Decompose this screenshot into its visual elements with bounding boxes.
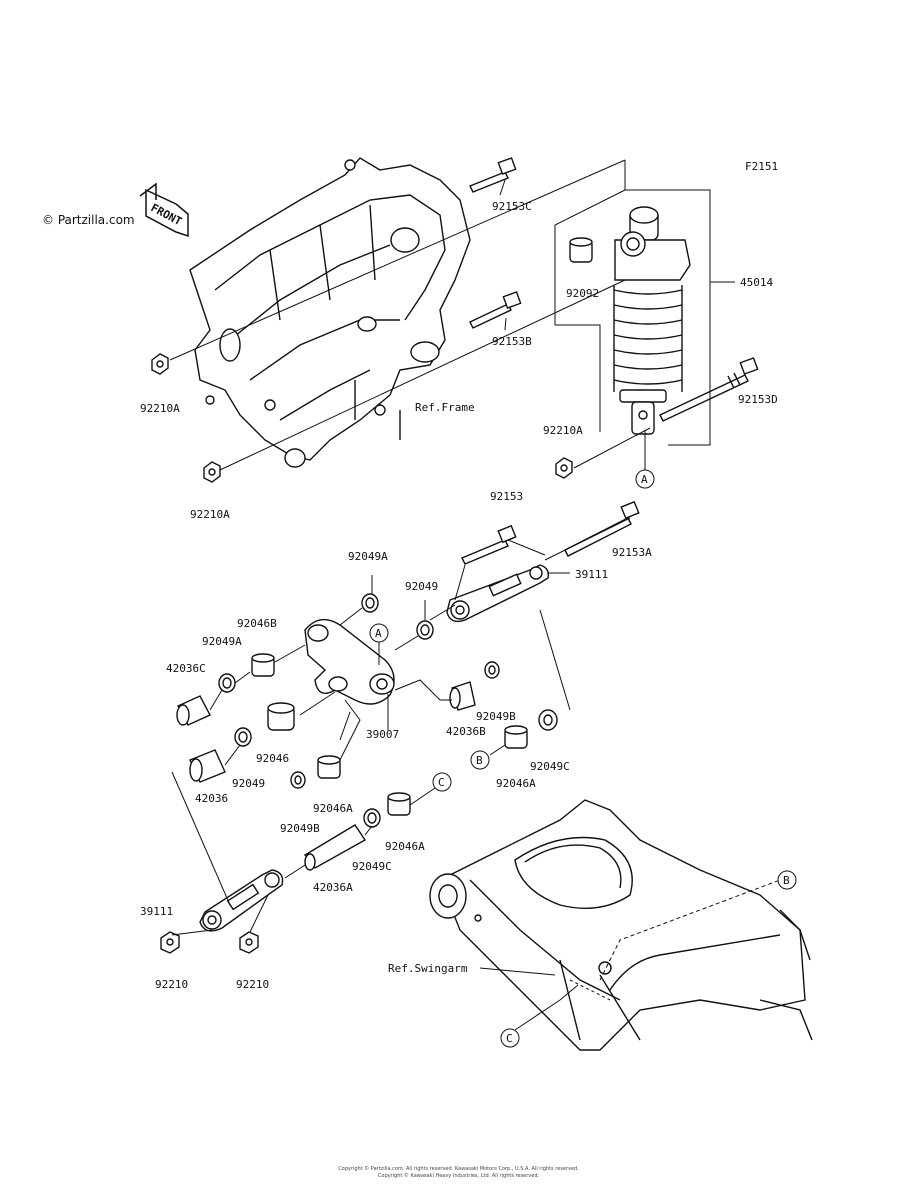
- washer-92049A-top: [361, 593, 379, 613]
- washer-92049-right: [416, 620, 434, 640]
- watermark-text: © Partzilla.com: [42, 213, 135, 227]
- collar-42036C: [176, 695, 211, 726]
- label-45014: 45014: [740, 276, 773, 289]
- label-92049B-b: 92049B: [280, 822, 320, 835]
- bolt-92153B: [469, 291, 522, 329]
- frame-assembly: [189, 157, 471, 468]
- label-92049B-a: 92049B: [476, 710, 516, 723]
- label-42036C: 42036C: [166, 662, 206, 675]
- label-92153D: 92153D: [738, 393, 778, 406]
- label-92049-b: 92049: [232, 777, 265, 790]
- label-92046A-c: 92046A: [385, 840, 425, 853]
- collar-42036B: [449, 681, 476, 711]
- label-92046-a: 92046: [256, 752, 289, 765]
- label-92153: 92153: [490, 490, 523, 503]
- label-92210-b: 92210: [236, 978, 269, 991]
- label-92049C-b: 92049C: [352, 860, 392, 873]
- nut-92210-right: [239, 931, 259, 954]
- label-92046B: 92046B: [237, 617, 277, 630]
- bushing-92092: [569, 237, 593, 263]
- label-92210A-b: 92210A: [190, 508, 230, 521]
- collar-42036: [189, 749, 226, 783]
- footer-line-1: Copyright © Partzilla.com. All rights re…: [338, 1166, 579, 1172]
- bolt-92153D: [659, 357, 759, 422]
- bolt-92153A: [564, 500, 640, 557]
- label-92153A: 92153A: [612, 546, 652, 559]
- label-92210-a: 92210: [155, 978, 188, 991]
- label-92092: 92092: [566, 287, 599, 300]
- label-92049C-a: 92049C: [530, 760, 570, 773]
- label-92046A-b: 92046A: [313, 802, 353, 815]
- washer-92049A-left: [218, 673, 236, 693]
- callout-c-mid: C: [438, 776, 445, 789]
- label-92153B: 92153B: [492, 335, 532, 348]
- swingarm: [429, 799, 813, 1051]
- footer: Copyright © Partzilla.com. All rights re…: [0, 1166, 917, 1180]
- nut-92210A-lower: [203, 461, 221, 483]
- bushing-92046A-mid: [504, 725, 528, 749]
- bushing-92046B: [251, 653, 275, 677]
- label-42036B: 42036B: [446, 725, 486, 738]
- label-39111-b: 39111: [140, 905, 173, 918]
- callout-circle-b-low: [777, 870, 797, 890]
- washer-92049C-right: [538, 709, 558, 731]
- bolt-92153C: [469, 157, 517, 193]
- callout-circle-c-mid: [432, 772, 452, 792]
- label-92210A-c: 92210A: [543, 424, 583, 437]
- callout-b-mid: B: [476, 754, 483, 767]
- figure-id: F2151: [745, 160, 778, 173]
- shock-absorber-45014: [613, 206, 691, 435]
- bolt-92153: [461, 524, 517, 565]
- collar-42036A: [303, 824, 367, 871]
- nut-92210A-upper: [151, 353, 169, 375]
- bushing-92046A-bottom: [387, 792, 411, 816]
- label-92049-a: 92049: [405, 580, 438, 593]
- callout-circle-b-mid: [470, 750, 490, 770]
- label-42036A: 42036A: [313, 881, 353, 894]
- bushing-92046: [267, 702, 295, 731]
- footer-line-2: Copyright © Kawasaki Heavy Industries, L…: [377, 1173, 540, 1179]
- ref-swingarm-label: Ref.Swingarm: [388, 962, 468, 975]
- front-arrow-icon: FRONT: [139, 182, 189, 238]
- callout-c-low: C: [506, 1032, 513, 1045]
- bushing-92046A-lower: [317, 755, 341, 779]
- label-39111-a: 39111: [575, 568, 608, 581]
- rocker-arm-39007: [304, 618, 395, 705]
- washer-92049B-right: [484, 661, 500, 679]
- washer-92049B-left: [290, 771, 306, 789]
- washer-92049C-left: [363, 808, 381, 828]
- label-42036: 42036: [195, 792, 228, 805]
- label-92153C: 92153C: [492, 200, 532, 213]
- tie-rod-39111-upper: [446, 564, 550, 623]
- label-39007: 39007: [366, 728, 399, 741]
- callout-a-top: A: [641, 473, 648, 486]
- nut-92210-left: [160, 931, 180, 954]
- label-92046A-a: 92046A: [496, 777, 536, 790]
- label-92049A-a: 92049A: [348, 550, 388, 563]
- tie-rod-39111-lower: [199, 869, 284, 932]
- label-92210A-a: 92210A: [140, 402, 180, 415]
- callout-b-low: B: [783, 874, 790, 887]
- callout-a-mid: A: [375, 627, 382, 640]
- callout-circle-c-low: [500, 1028, 520, 1048]
- nut-92210A-shock: [555, 457, 573, 479]
- washer-92049-left: [234, 727, 252, 747]
- label-92049A-b: 92049A: [202, 635, 242, 648]
- ref-frame-label: Ref.Frame: [415, 401, 475, 414]
